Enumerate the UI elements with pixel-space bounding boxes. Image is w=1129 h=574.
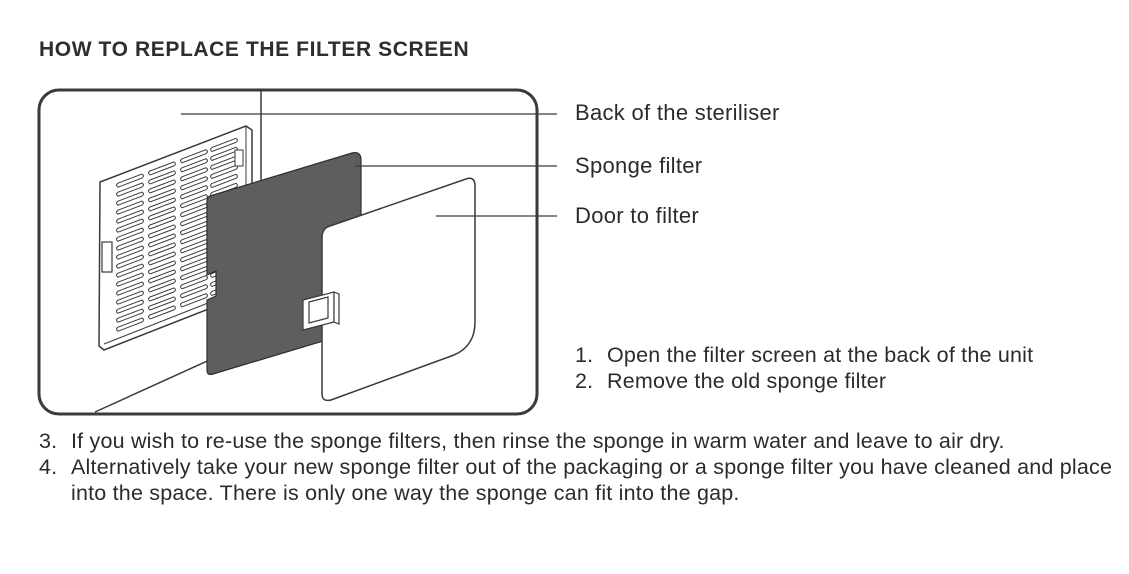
grille-slot [116,182,144,197]
grille-slot [148,278,176,293]
step-item: 3. If you wish to re-use the sponge filt… [39,428,1114,454]
grille-slot [180,167,208,182]
grille-slot [116,245,144,260]
step-number: 2. [575,369,594,393]
page-title: HOW TO REPLACE THE FILTER SCREEN [39,38,470,61]
grille-slot [116,236,144,251]
grille-slot [116,281,144,296]
grille-slot [116,272,144,287]
callout-sponge-filter: Sponge filter [575,153,703,178]
grille-slot [148,287,176,302]
callout-door-to-filter: Door to filter [575,203,700,228]
grille-slot [116,227,144,242]
step-text: If you wish to re-use the sponge filters… [71,429,1005,453]
grille-slot [148,188,176,203]
grille-slot [148,206,176,221]
grille-slot [116,254,144,269]
grille-slot [148,197,176,212]
grille-slot [116,290,144,305]
grille-slot [116,263,144,278]
grille-slot [148,296,176,311]
grille-slot [116,299,144,314]
grille-slot [116,209,144,224]
grille-slot [148,215,176,230]
grille-slot [180,185,208,200]
grille-slot [180,149,208,164]
grille-slot [148,161,176,176]
step-number: 3. [39,429,58,453]
step-item: 4. Alternatively take your new sponge fi… [39,454,1114,506]
steps-list-upper: 1. Open the filter screen at the back of… [575,342,1095,394]
grille-slot [116,218,144,233]
grille-slot [148,305,176,320]
grille-slot [180,284,208,299]
grille-slot [210,137,238,152]
grille-slot [116,173,144,188]
step-text: Alternatively take your new sponge filte… [71,455,1113,505]
steps-list-lower: 3. If you wish to re-use the sponge filt… [39,428,1114,506]
grille-slot [116,317,144,332]
grille-slot [148,242,176,257]
grille-slot [180,176,208,191]
step-item: 2. Remove the old sponge filter [575,368,1095,394]
grille-slot [148,170,176,185]
door-clip-illustration [302,291,340,331]
step-number: 1. [575,343,594,367]
step-text: Open the filter screen at the back of th… [607,343,1034,367]
step-text: Remove the old sponge filter [607,369,887,393]
step-item: 1. Open the filter screen at the back of… [575,342,1095,368]
callout-back-of-steriliser: Back of the steriliser [575,100,780,125]
grille-slot [210,182,238,197]
grille-slot [180,293,208,308]
grille-slot [180,275,208,290]
step-number: 4. [39,455,58,479]
grille-slot [116,308,144,323]
grille-slot [180,158,208,173]
grille-slot [210,173,238,188]
grille-slot [116,200,144,215]
grille-slot [148,224,176,239]
door-panel-illustration [321,177,476,402]
grille-slot [116,191,144,206]
grille-slot [180,194,208,209]
grille-slot [148,179,176,194]
grille-slot [148,269,176,284]
grille-slot [148,260,176,275]
grille-slot [148,233,176,248]
grille-slot [148,251,176,266]
